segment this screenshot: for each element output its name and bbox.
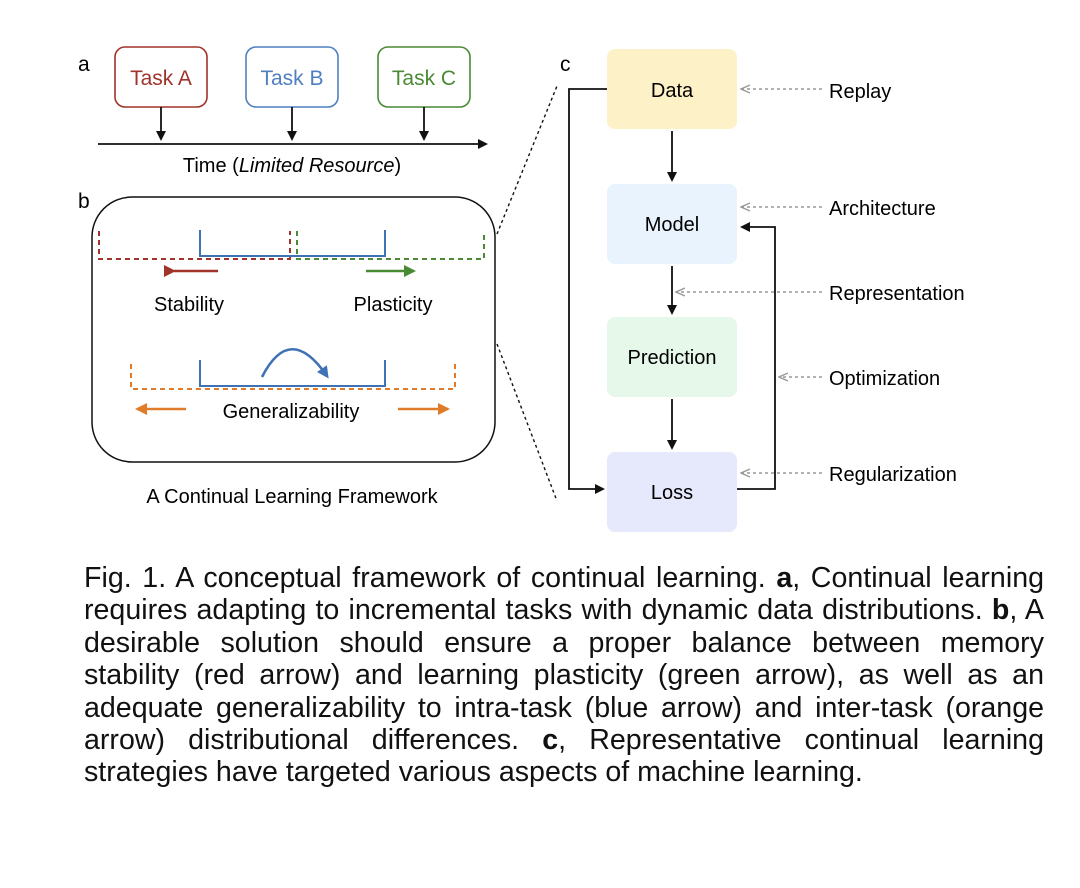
loss-stage-label: Loss <box>651 482 693 504</box>
framework-figure: a Task A Task B Task C Time (Limited Res… <box>78 46 965 532</box>
generalizability-label: Generalizability <box>223 401 360 423</box>
data-stage: Data <box>607 49 737 129</box>
panel-a-letter: a <box>78 53 90 76</box>
architecture-strategy: Architecture <box>829 198 936 220</box>
task-c-box: Task C <box>377 46 471 108</box>
representation-strategy: Representation <box>829 283 965 305</box>
replay-strategy: Replay <box>829 81 891 103</box>
stability-range-red <box>98 231 291 260</box>
optimization-strategy: Optimization <box>829 368 940 390</box>
prediction-stage-label: Prediction <box>628 347 717 369</box>
caption-c-label: c <box>542 724 559 757</box>
task-a-label: Task A <box>130 67 192 90</box>
data-to-loss-bypass-arrow <box>568 88 607 494</box>
panel-b-letter: b <box>78 190 90 213</box>
stability-label: Stability <box>154 294 224 316</box>
model-stage-label: Model <box>645 214 699 236</box>
task-range-blue-bottom <box>199 360 386 387</box>
time-axis-label: Time (Limited Resource) <box>183 155 401 177</box>
loss-to-model-feedback-arrow <box>737 222 776 490</box>
panel-c-letter: c <box>560 53 571 76</box>
model-stage: Model <box>607 184 737 264</box>
plasticity-range-green <box>296 231 485 260</box>
framework-label: A Continual Learning Framework <box>146 486 438 508</box>
task-b-box: Task B <box>245 46 339 108</box>
panel-b-frame <box>91 196 496 463</box>
inter-task-range-orange <box>130 364 456 390</box>
figure-caption: Fig. 1. A conceptual framework of contin… <box>84 562 1045 789</box>
zoom-line-top <box>496 85 558 235</box>
task-a-box: Task A <box>114 46 208 108</box>
task-b-label: Task B <box>260 67 323 90</box>
prediction-stage: Prediction <box>607 317 737 397</box>
caption-a-label: a <box>776 562 793 594</box>
zoom-line-bottom <box>496 343 558 502</box>
caption-b-label: b <box>991 594 1010 627</box>
regularization-strategy: Regularization <box>829 464 957 486</box>
intra-task-arrow <box>260 348 329 379</box>
loss-stage: Loss <box>607 452 737 532</box>
task-range-blue-top <box>199 230 386 257</box>
plasticity-label: Plasticity <box>354 294 433 316</box>
task-c-label: Task C <box>392 67 456 90</box>
data-stage-label: Data <box>651 80 694 102</box>
